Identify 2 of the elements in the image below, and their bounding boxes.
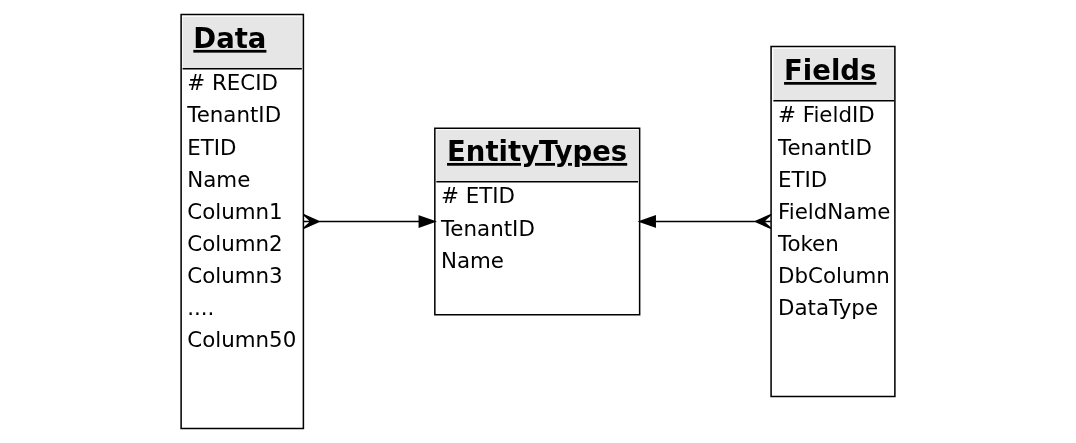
arrow [637,213,772,230]
arrow [302,213,437,230]
